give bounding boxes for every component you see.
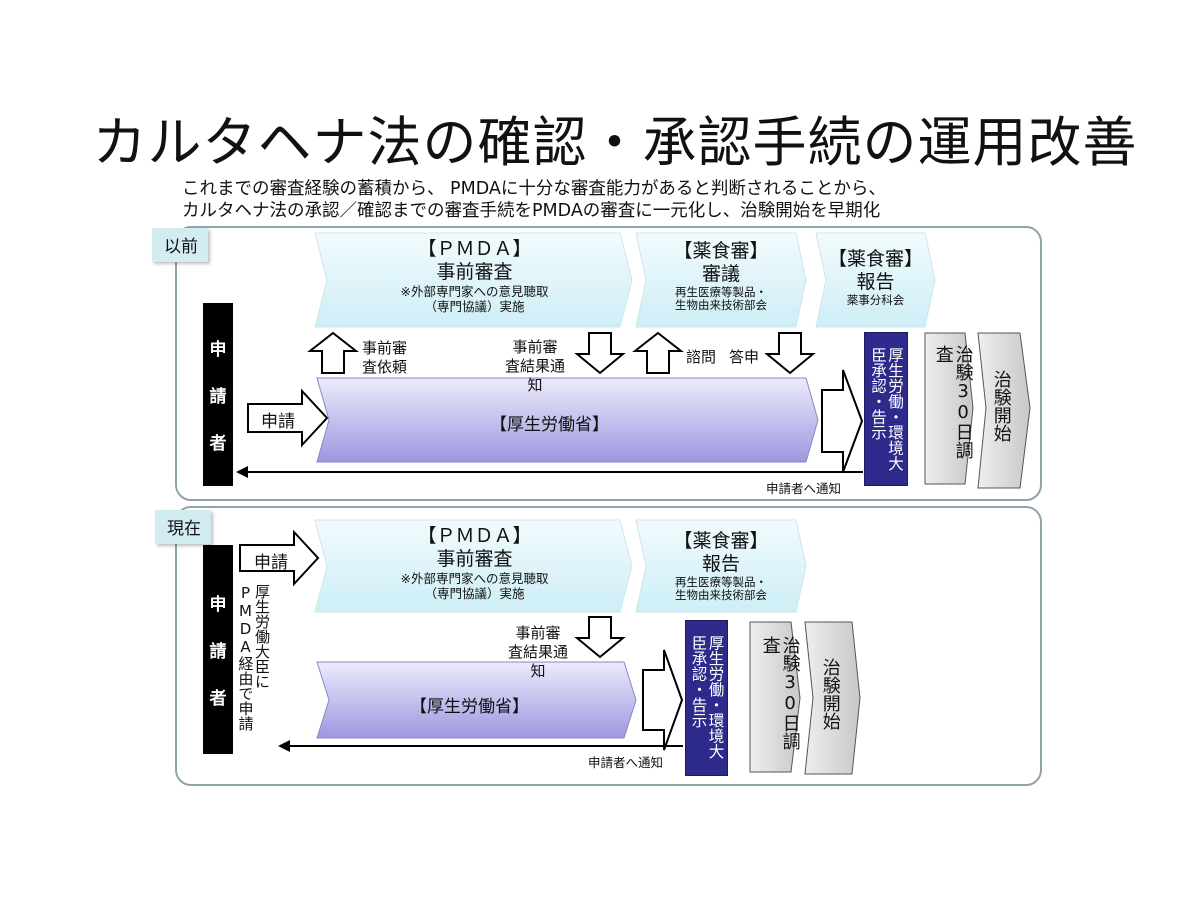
pmda-note-2: （専門協議）実施: [424, 298, 525, 314]
now-pmda-note-1: ※外部専門家への意見聴取: [400, 570, 549, 586]
applicant-char: 申: [209, 595, 227, 615]
to-minister-arrow: [821, 369, 864, 473]
now-result-label-3: 知: [530, 661, 546, 680]
consult-up-arrow: [632, 331, 684, 374]
now-trial30-text: 治験30日調査: [759, 636, 801, 750]
now-ministry-label: 【厚生労働省】: [410, 697, 529, 717]
now-notify-arrowhead: [278, 740, 290, 752]
now-report-main: 報告: [701, 552, 740, 575]
now-minister-box: 厚生労働・環境大臣承認・告示: [685, 620, 728, 776]
pmda-note-1: ※外部専門家への意見聴取: [400, 283, 549, 299]
now-report-text: 【薬食審】 報告 再生医療等製品・ 生物由来技術部会: [645, 530, 797, 603]
now-pmda-text: 【ＰＭＤＡ】 事前審査 ※外部専門家への意見聴取 （専門協議）実施: [327, 525, 622, 601]
request-label-1: 事前審: [362, 339, 408, 357]
intro-line-1: これまでの審査経験の蓄積から、 PMDAに十分な審査能力があると判断されることか…: [182, 179, 886, 199]
now-trialstart-chevron: [804, 621, 861, 775]
before-trial30: 治験30日調査: [932, 345, 974, 475]
now-result-label: 事前審 査結果通 知: [500, 624, 576, 680]
before-apply-label: 申請: [261, 412, 295, 432]
applicant-char: 申: [209, 340, 227, 360]
result-label-2: 査結果通: [504, 356, 565, 375]
ministry-chevron: [316, 377, 819, 463]
now-pmda-chevron: [314, 519, 633, 613]
trialstart-chevron: [977, 332, 1031, 489]
before-minister-box: 厚生労働・環境大臣承認・告示: [864, 332, 908, 486]
pmda-chevron: [314, 232, 633, 328]
before-pmda-text: 【ＰＭＤＡ】 事前審査 ※外部専門家への意見聴取 （専門協議）実施: [327, 238, 622, 314]
answer-down-arrow: [764, 332, 816, 375]
now-pmda-head: 【ＰＭＤＡ】: [417, 525, 532, 547]
now-apply-right-arrow: [239, 529, 320, 587]
request-label: 事前審 査依頼: [362, 339, 407, 377]
now-result-label-1: 事前審: [515, 624, 561, 642]
before-notify-label: 申請者へ通知: [766, 481, 842, 496]
trial30-chevron: [924, 332, 974, 485]
applicant-char: 者: [209, 434, 227, 454]
now-report-note-1: 再生医療等製品・: [675, 574, 767, 589]
now-to-minister-arrow: [642, 649, 684, 751]
trialstart-text: 治験開始: [990, 370, 1012, 442]
now-pmda-note-2: （専門協議）実施: [424, 585, 525, 601]
pmda-head: 【ＰＭＤＡ】: [417, 238, 532, 260]
now-trialstart: 治験開始: [819, 658, 841, 768]
council-head: 【薬食審】: [673, 240, 769, 262]
now-report-chevron: [635, 519, 807, 613]
report-chevron: [815, 232, 936, 328]
intro-line-2: カルタヘナ法の承認／確認までの審査手続をPMDAの審査に一元化し、治験開始を早期…: [182, 201, 881, 221]
before-report-text: 【薬食審】 報告 薬事分科会: [823, 248, 928, 307]
before-applicant-bar: 申 請 者: [203, 303, 233, 486]
council-chevron: [635, 232, 807, 328]
now-via-text-box: 厚生労働大臣にPMDA経由で申請: [236, 584, 272, 749]
request-up-arrow: [307, 331, 359, 374]
council-main: 審議: [701, 262, 740, 285]
now-applicant-bar: 申 請 者: [203, 545, 233, 754]
before-ministry-label: 【厚生労働省】: [490, 415, 609, 435]
now-report-head: 【薬食審】: [673, 530, 769, 552]
now-pmda-main: 事前審査: [436, 547, 513, 570]
now-ministry-chevron: [316, 661, 637, 739]
result-label: 事前審 査結果通 知: [497, 338, 573, 394]
now-result-label-2: 査結果通: [507, 642, 568, 661]
trial30-text: 治験30日調査: [932, 345, 974, 459]
applicant-char: 請: [209, 642, 227, 662]
before-tag: 以前: [152, 228, 208, 262]
report-head: 【薬食審】: [827, 248, 923, 270]
before-council-text: 【薬食審】 審議 再生医療等製品・ 生物由来技術部会: [645, 240, 797, 313]
now-notify-label: 申請者へ通知: [588, 755, 664, 770]
notify-arrowhead: [236, 466, 248, 478]
now-trial30-chevron: [749, 621, 801, 773]
request-label-2: 査依頼: [362, 357, 408, 376]
result-label-1: 事前審: [512, 338, 558, 356]
result-down-arrow: [574, 332, 626, 375]
now-minister-text: 厚生労働・環境大臣承認・告示: [689, 635, 725, 759]
report-main: 報告: [856, 270, 895, 293]
now-via-text: 厚生労働大臣にPMDA経由で申請: [236, 584, 272, 731]
apply-right-arrow: [247, 388, 329, 448]
minister-text: 厚生労働・環境大臣承認・告示: [869, 347, 905, 471]
report-note: 薬事分科会: [846, 292, 905, 307]
page-title: カルタヘナ法の確認・承認手続の運用改善: [92, 111, 1138, 175]
before-trialstart: 治験開始: [990, 370, 1012, 480]
result-label-3: 知: [527, 375, 543, 394]
council-note-2: 生物由来技術部会: [675, 298, 767, 313]
now-trialstart-text: 治験開始: [819, 658, 841, 730]
applicant-char: 者: [209, 689, 227, 709]
now-apply-label: 申請: [254, 553, 288, 573]
pmda-main: 事前審査: [436, 260, 513, 283]
answer-label: 答申: [729, 348, 760, 366]
now-trial30: 治験30日調査: [759, 636, 801, 766]
now-result-down-arrow: [574, 616, 626, 659]
applicant-char: 請: [209, 387, 227, 407]
now-tag: 現在: [155, 510, 211, 544]
consult-label: 諮問: [686, 348, 717, 366]
council-note-1: 再生医療等製品・: [675, 284, 767, 299]
now-report-note-2: 生物由来技術部会: [675, 588, 767, 603]
